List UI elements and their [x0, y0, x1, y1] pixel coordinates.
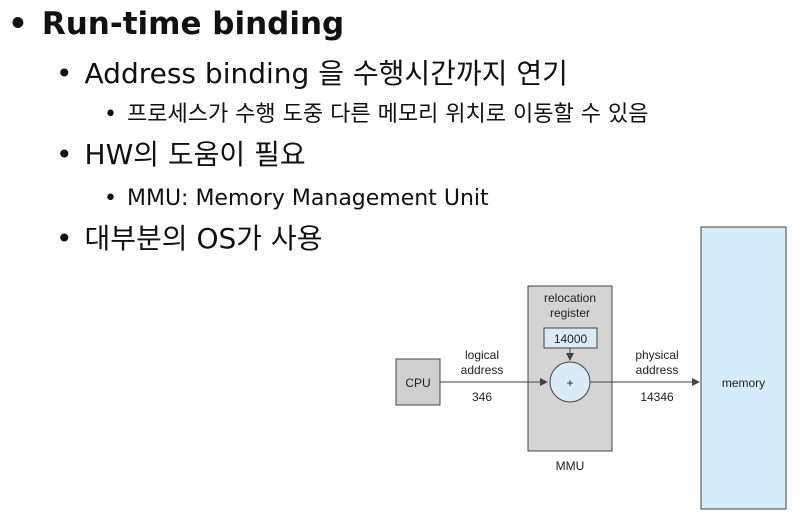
bullet-item: • 대부분의 OS가 사용	[56, 225, 322, 253]
logical-label-line2: address	[461, 363, 504, 377]
sub-bullet-text: MMU: Memory Management Unit	[126, 186, 489, 211]
sub-bullet-item: • 프로세스가 수행 도중 다른 메모리 위치로 이동할 수 있음	[104, 104, 648, 126]
bullet: •	[56, 222, 73, 255]
relocation-label-line1: relocation	[544, 291, 596, 305]
cpu-label: CPU	[405, 376, 430, 390]
mmu-label: MMU	[556, 459, 585, 473]
bullet: •	[56, 138, 73, 171]
bullet: •	[8, 6, 28, 42]
bullet: •	[104, 186, 117, 211]
relocation-label-line2: register	[550, 306, 590, 320]
bullet-text: 대부분의 OS가 사용	[84, 222, 323, 255]
bullet-text: Address binding 을 수행시간까지 연기	[84, 57, 568, 90]
mmu-diagram: relocation register 14000 + MMU CPU logi…	[395, 226, 787, 510]
physical-label-line1: physical	[635, 348, 678, 362]
cpu-box	[395, 358, 441, 406]
sub-bullet-text: 프로세스가 수행 도중 다른 메모리 위치로 이동할 수 있음	[126, 102, 649, 127]
relocation-value: 14000	[554, 332, 588, 346]
adder-symbol: +	[566, 376, 573, 390]
memory-label: memory	[722, 376, 765, 390]
bullet: •	[56, 57, 73, 90]
sub-bullet-item: • MMU: Memory Management Unit	[104, 188, 489, 210]
logical-label-line1: logical	[465, 348, 499, 362]
bullet-item: • Address binding 을 수행시간까지 연기	[56, 60, 568, 88]
physical-label-line2: address	[636, 363, 679, 377]
bullet: •	[104, 102, 117, 127]
bullet-item: • HW의 도움이 필요	[56, 141, 306, 169]
logical-value: 346	[472, 390, 492, 404]
physical-value: 14346	[640, 390, 674, 404]
title-text: Run-time binding	[41, 6, 345, 42]
bullet-text: HW의 도움이 필요	[84, 138, 306, 171]
memory-box	[700, 226, 787, 510]
slide-title: • Run-time binding	[8, 9, 344, 40]
